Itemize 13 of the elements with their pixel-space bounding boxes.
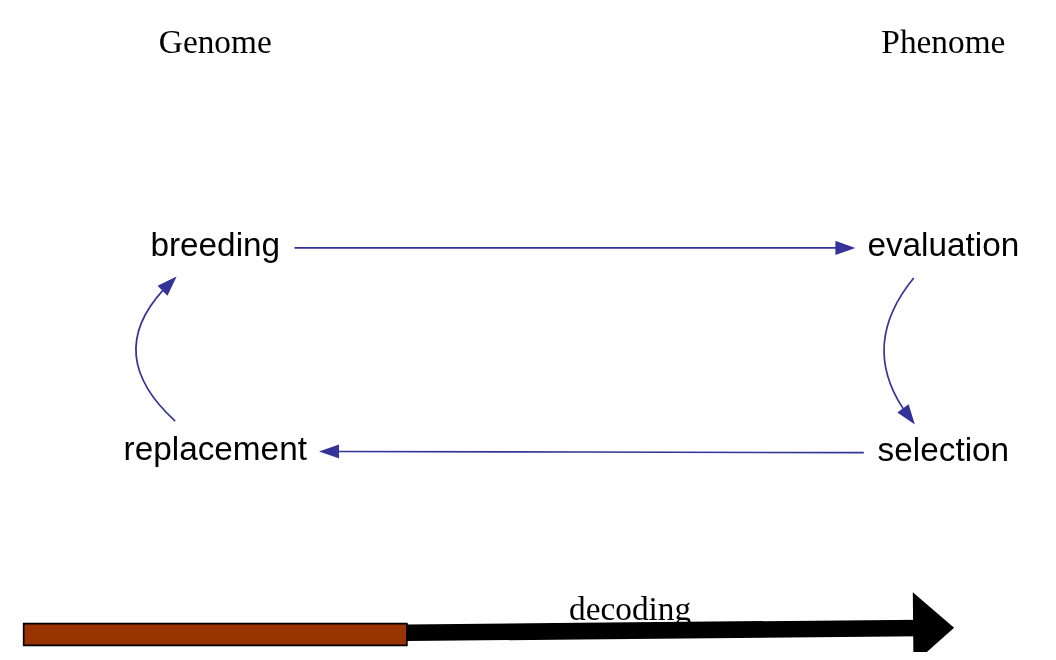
node-text: replacement	[123, 429, 307, 467]
edge-label: decoding	[568, 589, 691, 627]
arrow	[882, 277, 915, 425]
node-text: evaluation	[866, 226, 1019, 264]
arrow	[318, 444, 865, 459]
node-text: selection	[877, 431, 1009, 469]
arrow	[293, 240, 855, 255]
label: Phenome	[880, 23, 1005, 61]
arrow	[406, 592, 954, 652]
label: Genome	[158, 23, 272, 61]
node-text: breeding	[149, 226, 280, 264]
arrow	[134, 276, 177, 422]
node-bar	[22, 622, 408, 647]
